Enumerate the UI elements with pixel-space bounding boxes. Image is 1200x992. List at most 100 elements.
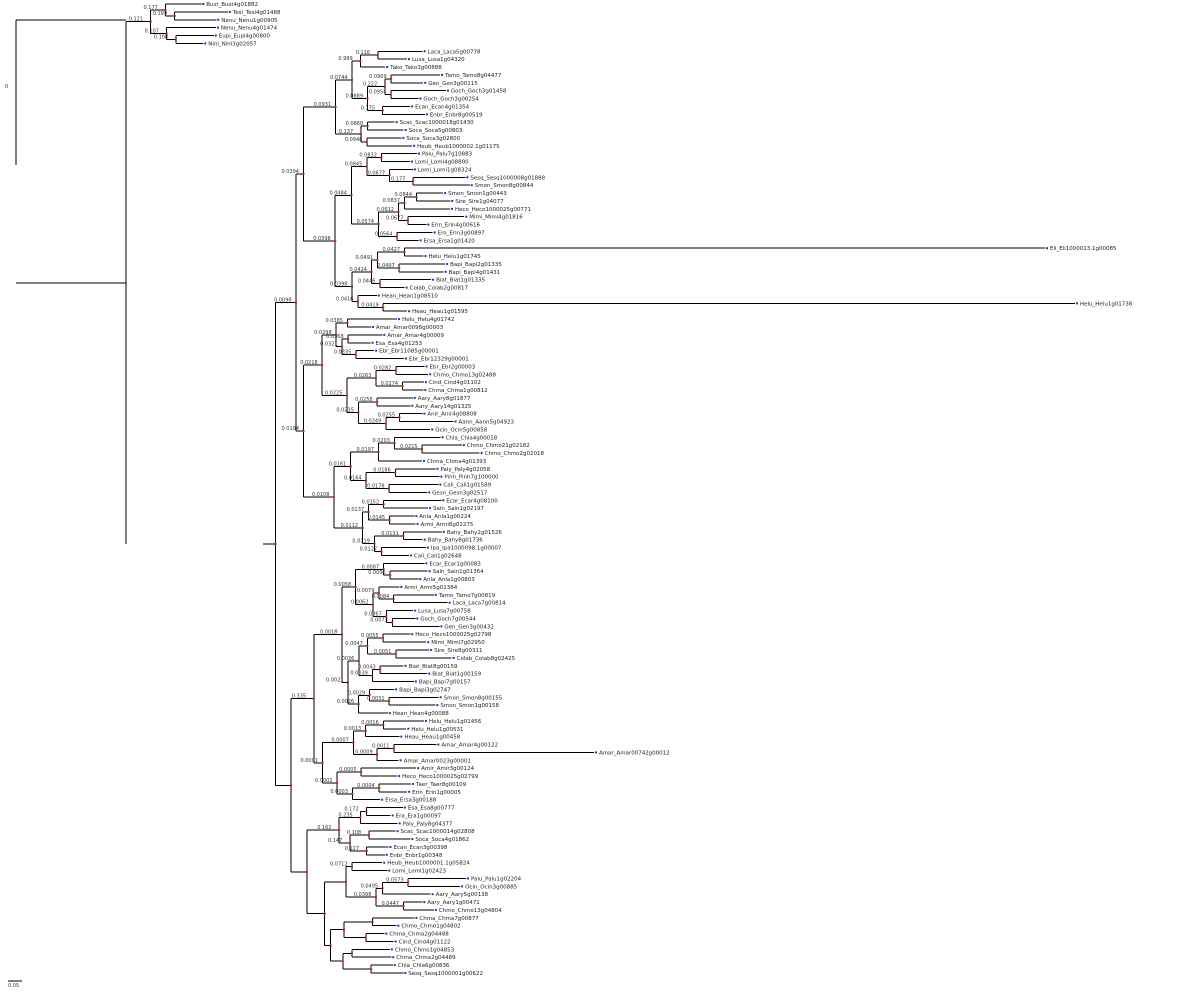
tip-label: Palu_Palu1g02204	[471, 876, 522, 882]
node-marker	[392, 597, 395, 600]
tip-label: Aary_Aary5g00138	[436, 892, 489, 898]
scale-bar-label: 0.05	[8, 983, 19, 989]
tip-label: Ninl_Ninl3g02057	[208, 41, 257, 47]
node-marker	[365, 479, 368, 482]
node-marker	[371, 603, 374, 606]
node-marker	[394, 471, 397, 474]
tip-marker	[439, 483, 442, 486]
tip-label: Ocin_Ocin5g00858	[435, 427, 487, 433]
tip-marker	[402, 136, 405, 139]
tip-label: Lomi_Lomi1g02423	[392, 869, 446, 875]
node-marker	[391, 621, 394, 624]
tip-marker	[385, 853, 388, 856]
support-value: 0.0036	[337, 656, 355, 662]
tip-marker	[403, 806, 406, 809]
tip-marker	[408, 790, 411, 793]
tip-marker	[423, 901, 426, 904]
tip-label: Sain_Sain1g02197	[433, 506, 484, 512]
node-marker	[401, 385, 404, 388]
tip-label: Tamo_Tamo7g00819	[438, 593, 496, 599]
support-value: 0.0282	[374, 365, 392, 371]
tip-marker	[390, 948, 393, 951]
node-marker	[345, 394, 348, 397]
tip-label: Gen_Gen3g00432	[444, 624, 494, 630]
tip-marker	[425, 365, 428, 368]
tip-label: Colab_Colab2g00817	[410, 286, 469, 292]
tip-marker	[389, 845, 392, 848]
tip-label: Heau_Heau1g00458	[404, 735, 460, 741]
support-value: 0.0744	[330, 75, 348, 81]
support-value: 0.147	[328, 838, 342, 844]
tip-label: Bust_Bust4g01882	[206, 2, 258, 8]
tip-label: Aary_Aary1g00471	[427, 900, 480, 906]
tip-label: Biat_Biat8g00159	[409, 664, 458, 670]
tip-label: Bahy_Bahy2g01526	[447, 530, 503, 536]
tip-label: Sire_Sire1g04077	[455, 199, 504, 205]
node-marker	[412, 180, 415, 183]
support-value: 0.0031	[367, 696, 385, 702]
node-marker	[389, 93, 392, 96]
support-value: 0.0039	[350, 671, 368, 677]
tip-marker	[465, 215, 468, 218]
support-value: 0.0197	[357, 447, 375, 453]
support-value: 0.0495	[361, 883, 379, 889]
support-value: 0.108	[154, 34, 168, 40]
support-value: 0.0954	[369, 90, 387, 96]
tip-marker	[407, 727, 410, 730]
node-marker	[354, 585, 357, 588]
node-marker	[376, 54, 379, 57]
node-marker	[359, 60, 362, 63]
node-marker	[149, 20, 152, 23]
node-marker	[376, 400, 379, 403]
node-marker	[295, 301, 298, 304]
tip-marker	[214, 34, 217, 37]
support-value: 0.0573	[386, 877, 404, 883]
support-value: 0.0079	[357, 588, 375, 594]
tip-label: Ersa_Ersa1g01420	[424, 238, 476, 244]
tip-marker	[424, 81, 427, 84]
node-marker	[377, 451, 380, 454]
support-value: 0.999	[338, 56, 352, 62]
tip-label: Lusa_Lusa7g00758	[418, 609, 471, 615]
tip-marker	[450, 207, 453, 210]
support-value: 0.0398	[313, 236, 331, 242]
node-marker	[373, 542, 376, 545]
tip-label: Colab_Colab8g02425	[457, 656, 516, 662]
tip-label: Bapi_Bapi2g01335	[450, 262, 502, 268]
node-marker	[357, 411, 360, 414]
node-marker	[370, 968, 373, 971]
support-value: 0.0484	[329, 190, 347, 196]
tip-marker	[371, 326, 374, 328]
node-marker	[384, 422, 387, 425]
tip-marker	[216, 26, 219, 29]
support-value: 0.0335	[334, 350, 352, 356]
node-marker	[351, 792, 354, 795]
support-value: 0.0574	[357, 219, 375, 225]
node-marker	[346, 681, 349, 684]
tip-label: Erin_Erin4g00616	[431, 223, 480, 229]
support-value: 0.177	[391, 176, 405, 182]
node-marker	[341, 345, 344, 348]
tip-label: Helu_Helu1g01456	[429, 719, 482, 725]
node-marker	[389, 574, 392, 577]
node-marker	[165, 32, 168, 35]
tip-label: Chma_Chma1g00812	[428, 388, 487, 394]
tip-marker	[434, 593, 437, 596]
node-marker	[383, 85, 386, 88]
node-marker	[381, 109, 384, 112]
tip-marker	[377, 294, 380, 297]
node-marker	[382, 306, 385, 309]
support-value: 0.0067	[364, 612, 382, 618]
tip-label: Gesn_Gesn3g02517	[432, 490, 488, 496]
tip-label: Helu_Helu1g01745	[429, 254, 482, 260]
support-value: 0.0427	[383, 247, 401, 253]
tip-label: Smon_Smon8g00155	[444, 695, 503, 701]
tip-label: Chmo_Chmo1g04802	[401, 924, 460, 930]
tip-label: Ersa_Ersa3g00188	[385, 798, 437, 804]
tip-marker	[386, 66, 389, 69]
tip-marker	[383, 333, 386, 336]
node-marker	[371, 920, 374, 923]
tip-marker	[397, 924, 400, 927]
node-marker	[354, 353, 357, 356]
tip-label: Anla_Anla1g00224	[419, 514, 471, 520]
